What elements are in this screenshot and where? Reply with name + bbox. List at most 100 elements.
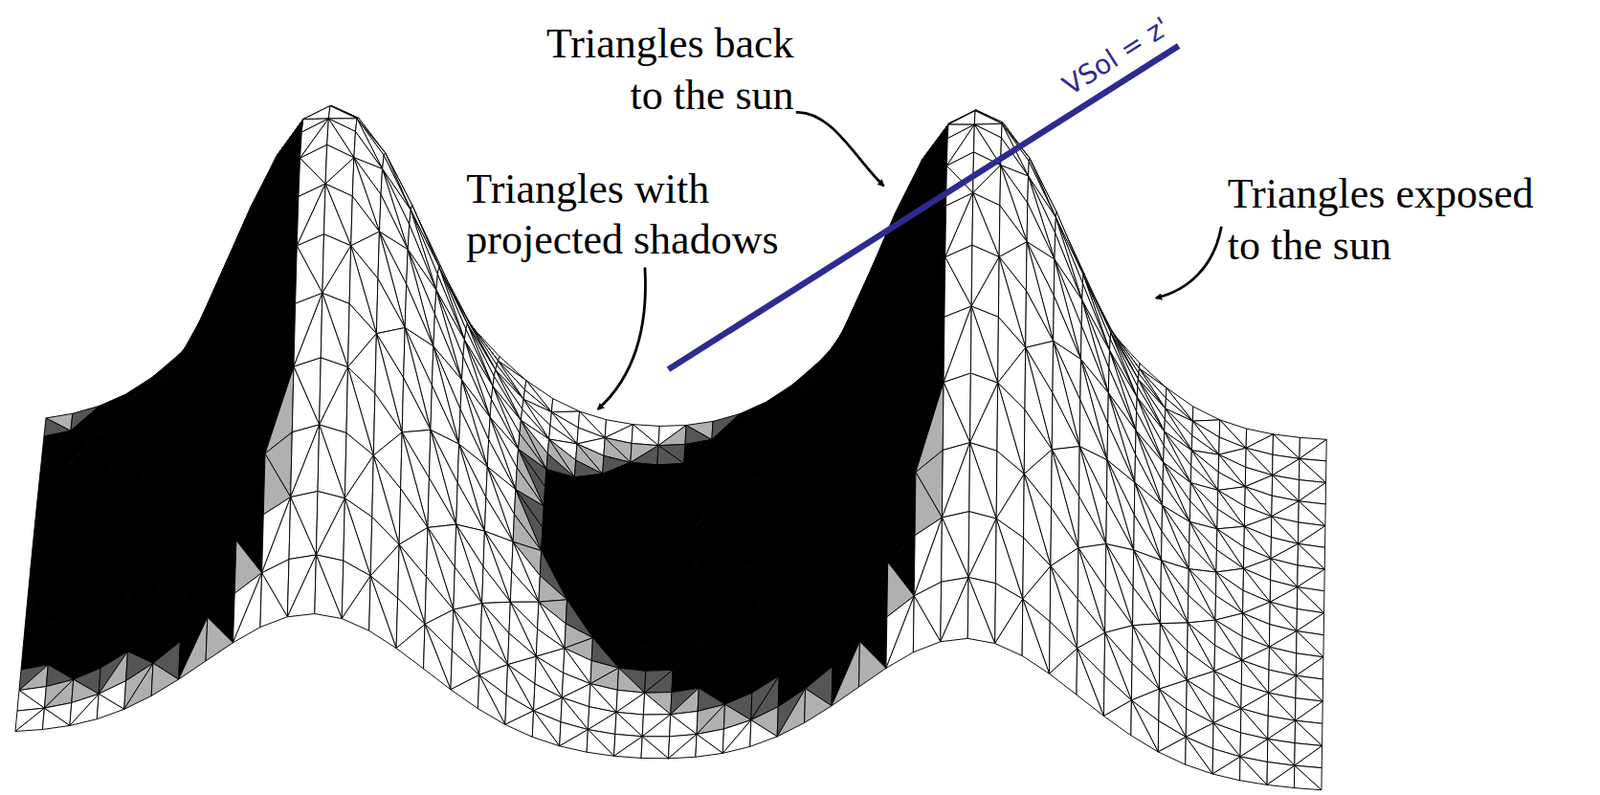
- mesh-triangle: [1080, 358, 1108, 460]
- mesh-triangle: [303, 106, 331, 120]
- mesh-triangle: [84, 497, 113, 543]
- mesh-triangle: [159, 440, 189, 525]
- mesh-triangle: [941, 443, 970, 518]
- mesh-triangle: [319, 367, 349, 434]
- mesh-triangle: [642, 714, 671, 737]
- mesh-triangle: [858, 642, 886, 688]
- mesh-triangle: [188, 344, 218, 440]
- mesh-triangle: [722, 720, 751, 755]
- mesh-triangle: [1298, 482, 1326, 505]
- mesh-triangle: [756, 498, 785, 559]
- mesh-triangle: [731, 512, 759, 560]
- mesh-triangle: [1025, 290, 1054, 348]
- mesh-triangle: [654, 484, 682, 504]
- mesh-triangle: [970, 382, 999, 451]
- mesh-triangle: [320, 292, 348, 367]
- mesh-triangle: [837, 357, 866, 457]
- mesh-triangle: [643, 692, 670, 715]
- mesh-triangle: [214, 376, 242, 430]
- mesh-triangle: [1106, 460, 1134, 551]
- mesh-triangle: [1294, 720, 1322, 746]
- mesh-triangle: [1295, 720, 1323, 746]
- mesh-triangle: [1298, 501, 1326, 527]
- mesh-triangle: [886, 596, 914, 669]
- mesh-triangle: [376, 278, 405, 334]
- mesh-triangle: [1049, 648, 1078, 695]
- mesh-triangle: [1189, 521, 1217, 573]
- mesh-triangle: [809, 495, 837, 543]
- mesh-triangle: [619, 649, 647, 672]
- mesh-triangle: [971, 306, 999, 383]
- mesh-triangle: [631, 424, 659, 446]
- mesh-triangle: [1185, 736, 1213, 775]
- mesh-triangle: [84, 497, 113, 543]
- mesh-triangle: [1157, 736, 1186, 765]
- mesh-triangle: [1076, 648, 1104, 717]
- mesh-triangle: [80, 564, 108, 590]
- mesh-triangle: [15, 708, 45, 732]
- mesh-triangle: [809, 456, 838, 544]
- mesh-triangle: [1159, 591, 1188, 624]
- mesh-triangle: [1294, 765, 1322, 791]
- mesh-triangle: [670, 688, 699, 715]
- mesh-triangle: [110, 482, 139, 541]
- mesh-triangle: [505, 711, 534, 737]
- mesh-triangle: [616, 692, 645, 715]
- mesh-triangle: [912, 596, 940, 653]
- mesh-triangle: [1192, 406, 1220, 422]
- mesh-triangle: [1266, 765, 1295, 788]
- mesh-triangle: [178, 617, 208, 680]
- mesh-triangle: [737, 416, 766, 448]
- mesh-triangle: [943, 306, 972, 383]
- mesh-triangle: [804, 688, 832, 724]
- mesh-triangle: [1078, 496, 1107, 549]
- mesh-triangle: [205, 617, 233, 662]
- mesh-triangle: [940, 577, 969, 643]
- mesh-triangle: [650, 564, 678, 586]
- mesh-triangle: [293, 292, 323, 367]
- mesh-triangle: [134, 461, 164, 534]
- mesh-triangle: [106, 561, 134, 592]
- mesh-triangle: [477, 674, 505, 725]
- mesh-triangle: [42, 708, 69, 730]
- mesh-triangle: [614, 736, 644, 759]
- mesh-triangle: [290, 424, 320, 498]
- mesh-triangle: [134, 461, 164, 534]
- mesh-triangle: [1294, 746, 1323, 769]
- mesh-triangle: [1131, 700, 1158, 753]
- mesh-triangle: [656, 463, 685, 485]
- mesh-triangle: [667, 733, 697, 758]
- mesh-triangle: [586, 730, 614, 757]
- mesh-triangle: [290, 424, 320, 498]
- mesh-triangle: [1293, 765, 1321, 791]
- mesh-triangle: [96, 693, 124, 719]
- mesh-triangle: [551, 399, 579, 413]
- mesh-triangle: [124, 663, 154, 710]
- terrain-mesh: [15, 106, 1327, 791]
- mesh-triangle: [151, 663, 178, 696]
- mesh-triangle: [288, 497, 316, 560]
- callout-label: Triangles back to the sun: [526, 18, 795, 121]
- mesh-triangle: [651, 541, 680, 564]
- mesh-triangle: [1192, 421, 1220, 455]
- mesh-triangle: [648, 582, 677, 606]
- mesh-triangle: [341, 576, 371, 631]
- mesh-triangle: [617, 667, 645, 693]
- mesh-triangle: [314, 555, 342, 620]
- mesh-triangle: [84, 517, 112, 543]
- mesh-triangle: [1212, 756, 1241, 781]
- mesh-triangle: [942, 382, 970, 451]
- mesh-triangle: [777, 688, 805, 737]
- mesh-triangle: [572, 494, 600, 513]
- mesh-triangle: [1296, 631, 1324, 658]
- mesh-triangle: [831, 642, 860, 707]
- mesh-triangle: [541, 527, 570, 555]
- mesh-triangle: [644, 669, 673, 693]
- mesh-triangle: [1133, 587, 1161, 626]
- mesh-triangle: [651, 541, 680, 564]
- mesh-triangle: [69, 693, 99, 726]
- mesh-triangle: [1077, 648, 1105, 717]
- mesh-triangle: [739, 401, 767, 417]
- mesh-triangle: [1296, 631, 1324, 658]
- mesh-triangle: [1022, 599, 1050, 674]
